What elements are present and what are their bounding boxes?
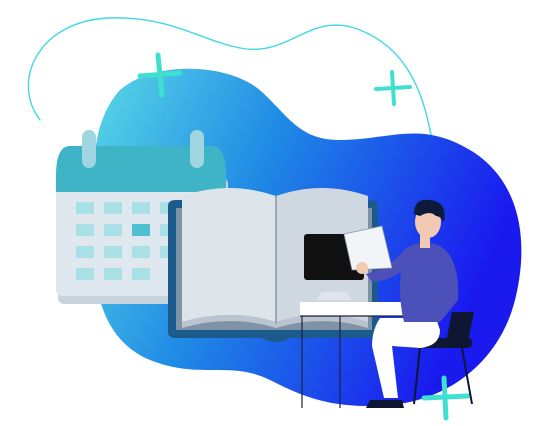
chair — [410, 312, 474, 405]
sparkle-icon — [374, 70, 412, 106]
person-figure — [343, 199, 459, 408]
sparkle-icon — [137, 52, 183, 98]
sparkle-icon — [421, 375, 471, 421]
desk — [300, 302, 410, 408]
calendar-active-day — [132, 224, 150, 236]
